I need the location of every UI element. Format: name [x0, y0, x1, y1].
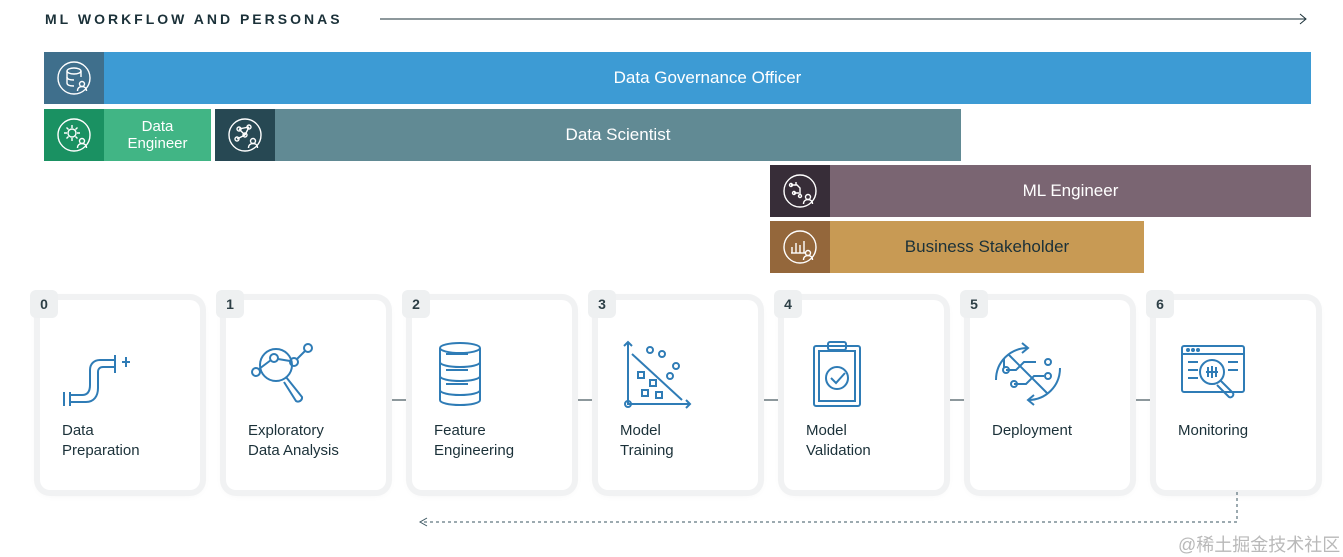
persona-label: Data Engineer: [104, 109, 211, 161]
clipboard-check-icon: [813, 341, 861, 407]
diagram-title: ML WORKFLOW AND PERSONAS: [45, 11, 343, 27]
pipeline-icon: [63, 355, 130, 406]
step-label: Data Preparation: [62, 422, 140, 459]
step-label: Exploratory Data Analysis: [248, 422, 339, 459]
step-card-data-preparation: 0 Data Preparation: [30, 290, 200, 490]
step-card-model-training: 3 Model Training: [588, 290, 758, 490]
scatter-plot-icon: [623, 340, 692, 409]
title-arrow: [380, 13, 1307, 25]
step-number: 6: [1146, 290, 1174, 318]
step-label: Model Training: [620, 422, 674, 459]
circuit-user-icon: [770, 165, 830, 217]
persona-label: ML Engineer: [1022, 181, 1119, 200]
persona-ml-engineer: ML Engineer: [770, 165, 1311, 217]
persona-label: Data Scientist: [565, 125, 671, 144]
database-user-icon: [44, 52, 104, 104]
step-card-model-validation: 4 Model Validation: [774, 290, 944, 490]
deploy-flow-icon: [995, 342, 1061, 406]
step-number: 0: [30, 290, 58, 318]
step-card-feature-engineering: 2 Feature Engineering: [402, 290, 572, 490]
chart-user-icon: [770, 221, 830, 273]
feedback-loop-arrow: [418, 492, 1238, 527]
database-stack-icon: [439, 342, 481, 407]
step-number: 2: [402, 290, 430, 318]
persona-data-engineer: Data Engineer: [44, 109, 211, 161]
persona-label-line1: Data: [141, 118, 174, 135]
persona-data-scientist: Data Scientist: [215, 109, 961, 161]
persona-label: Business Stakeholder: [904, 237, 1070, 256]
step-card-monitoring: 6 Monitoring: [1146, 290, 1316, 490]
step-number: 3: [588, 290, 616, 318]
magnifier-graph-icon: [251, 343, 313, 403]
step-card-exploratory-data-analysis: 1 Exploratory Data Analysis: [216, 290, 386, 490]
step-label: Deployment: [992, 422, 1073, 439]
step-label: Model Validation: [806, 422, 871, 459]
step-number: 4: [774, 290, 802, 318]
step-number: 5: [960, 290, 988, 318]
persona-label: Data Governance Officer: [613, 68, 802, 87]
monitor-search-icon: [1181, 345, 1245, 399]
persona-label-line2: Engineer: [127, 135, 188, 152]
watermark: @稀土掘金技术社区: [1178, 535, 1341, 555]
step-number: 1: [216, 290, 244, 318]
step-card-deployment: 5 Deployment: [960, 290, 1130, 490]
gear-user-icon: [44, 109, 104, 161]
step-label: Feature Engineering: [434, 422, 515, 459]
step-label: Monitoring: [1178, 422, 1249, 439]
network-user-icon: [215, 109, 275, 161]
persona-data-governance-officer: Data Governance Officer: [44, 52, 1311, 104]
persona-business-stakeholder: Business Stakeholder: [770, 221, 1144, 273]
